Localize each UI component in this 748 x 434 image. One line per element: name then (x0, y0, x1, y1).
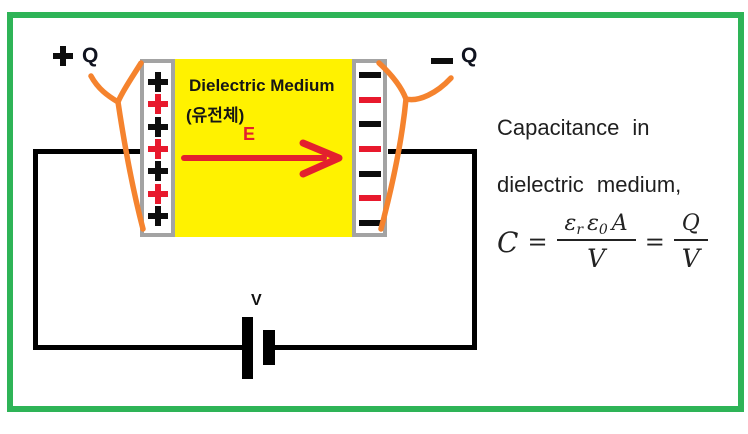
minus-q-text: Q (461, 44, 478, 67)
minus-charge (358, 219, 381, 226)
dielectric-subtitle-korean: (유전체) (186, 106, 245, 125)
minus-q-label: Q (431, 44, 477, 68)
plus-charge (147, 161, 168, 182)
plus-charge (147, 94, 168, 115)
formula-area-symbol: A (611, 211, 628, 236)
plus-sign-icon (53, 46, 73, 66)
right-capacitor-plate (352, 59, 387, 237)
plus-q-label: Q (53, 44, 98, 68)
green-border-frame (7, 12, 744, 412)
left-capacitor-plate (140, 59, 175, 237)
formula-epsilon-r-sub: r (576, 222, 584, 238)
plus-charge (147, 72, 168, 92)
minus-charge (358, 170, 381, 177)
minus-charge (358, 121, 381, 128)
battery-voltage-label: V (251, 292, 262, 309)
dielectric-title: Dielectric Medium (189, 76, 335, 95)
plus-charge (147, 205, 168, 226)
plus-charge (147, 138, 168, 159)
battery-long-plate (242, 317, 253, 379)
wire-left (33, 149, 38, 350)
minus-charge (358, 72, 381, 78)
formula-epsilon-r: ε (564, 211, 577, 236)
formula-epsilon-0-sub: 0 (598, 222, 608, 238)
formula-voltage-symbol-1: V (587, 244, 606, 273)
plus-charge (147, 116, 168, 137)
wire-bottom-left (33, 345, 243, 350)
formula-epsilon-0: ε (587, 211, 599, 236)
formula-voltage-symbol-2: V (681, 244, 700, 273)
minus-charge (358, 96, 381, 103)
caption-line-1: Capacitance in (497, 115, 650, 140)
plus-q-text: Q (82, 44, 99, 67)
formula-equals-1: = (527, 228, 548, 256)
electric-field-label: E (243, 124, 256, 144)
minus-charge (358, 195, 381, 202)
wire-right (472, 149, 477, 350)
formula-charge-symbol: Q (681, 211, 700, 236)
formula-capacitance-symbol: C (497, 225, 519, 259)
battery-short-plate (263, 330, 275, 365)
minus-charge (358, 145, 381, 152)
formula-fraction-2: Q V (673, 211, 708, 273)
wire-top-left (33, 149, 141, 154)
plus-charge (147, 183, 168, 204)
formula-equals-2: = (644, 228, 665, 256)
wire-bottom-right (274, 345, 477, 350)
minus-sign-icon (431, 57, 453, 64)
wire-top-right (388, 149, 477, 154)
caption-line-2: dielectric medium, (497, 172, 682, 197)
